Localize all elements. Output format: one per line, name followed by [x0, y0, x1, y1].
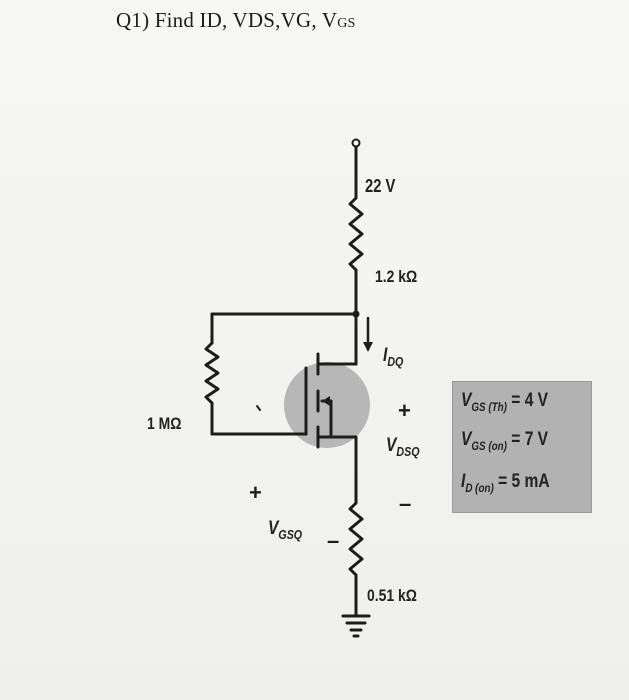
circuit-diagram — [204, 138, 373, 638]
vds-subscript: DSQ — [396, 443, 420, 459]
stray-mark — [256, 405, 261, 411]
spec-value: = 4 V — [511, 390, 549, 411]
spec-subscript: GS (on) — [471, 438, 507, 453]
drain-node-dot — [352, 310, 360, 318]
drain-current-symbol: I — [383, 345, 388, 366]
drain-current-label: IDQ — [383, 345, 403, 369]
vgs-subscript: GSQ — [278, 526, 303, 542]
source-resistor-label: 0.51 kΩ — [367, 586, 417, 605]
drain-current-subscript: DQ — [387, 353, 404, 369]
vgs-minus-sign: – — [327, 528, 340, 553]
vds-label: VDSQ — [386, 435, 420, 459]
supply-terminal — [351, 138, 361, 148]
drain-resistor-label: 1.2 kΩ — [375, 267, 418, 286]
vgs-symbol: V — [268, 518, 279, 539]
source-resistor — [348, 501, 364, 577]
substrate-arrow-head — [322, 396, 330, 406]
drain-resistor — [348, 196, 364, 272]
spec-symbol: V — [461, 429, 472, 450]
spec-subscript: D (on) — [465, 480, 494, 495]
question-title: Q1) Find ID, VDS,VG, VGS — [116, 8, 356, 33]
gate-resistor-label: 1 MΩ — [147, 414, 182, 433]
question-text: Q1) Find ID, VDS,VG, V — [116, 8, 338, 32]
paper-sheet: 22 V 1.2 kΩ 0.51 kΩ 1 MΩ IDQ VDSQ VGSQ +… — [0, 48, 629, 700]
vds-symbol: V — [386, 435, 397, 456]
question-subscript: GS — [337, 16, 356, 31]
supply-voltage-label: 22 V — [365, 176, 396, 196]
spec-id-on: ID (on) = 5 mA — [461, 471, 550, 495]
spec-vgs-threshold: VGS (Th) = 4 V — [461, 390, 548, 414]
current-arrow-head — [363, 342, 373, 352]
mosfet-parameters-box: VGS (Th) = 4 V VGS (on) = 7 V ID (on) = … — [452, 381, 592, 513]
vds-minus-sign: – — [399, 491, 412, 516]
vgs-plus-sign: + — [249, 480, 262, 505]
vds-plus-sign: + — [398, 398, 411, 423]
spec-value: = 7 V — [511, 429, 549, 450]
spec-vgs-on: VGS (on) = 7 V — [461, 429, 548, 453]
spec-subscript: GS (Th) — [471, 399, 507, 414]
spec-value: = 5 mA — [498, 471, 550, 492]
spec-symbol: I — [461, 471, 466, 492]
vgs-label: VGSQ — [268, 518, 302, 542]
gate-resistor — [204, 341, 220, 405]
spec-symbol: V — [461, 390, 472, 411]
